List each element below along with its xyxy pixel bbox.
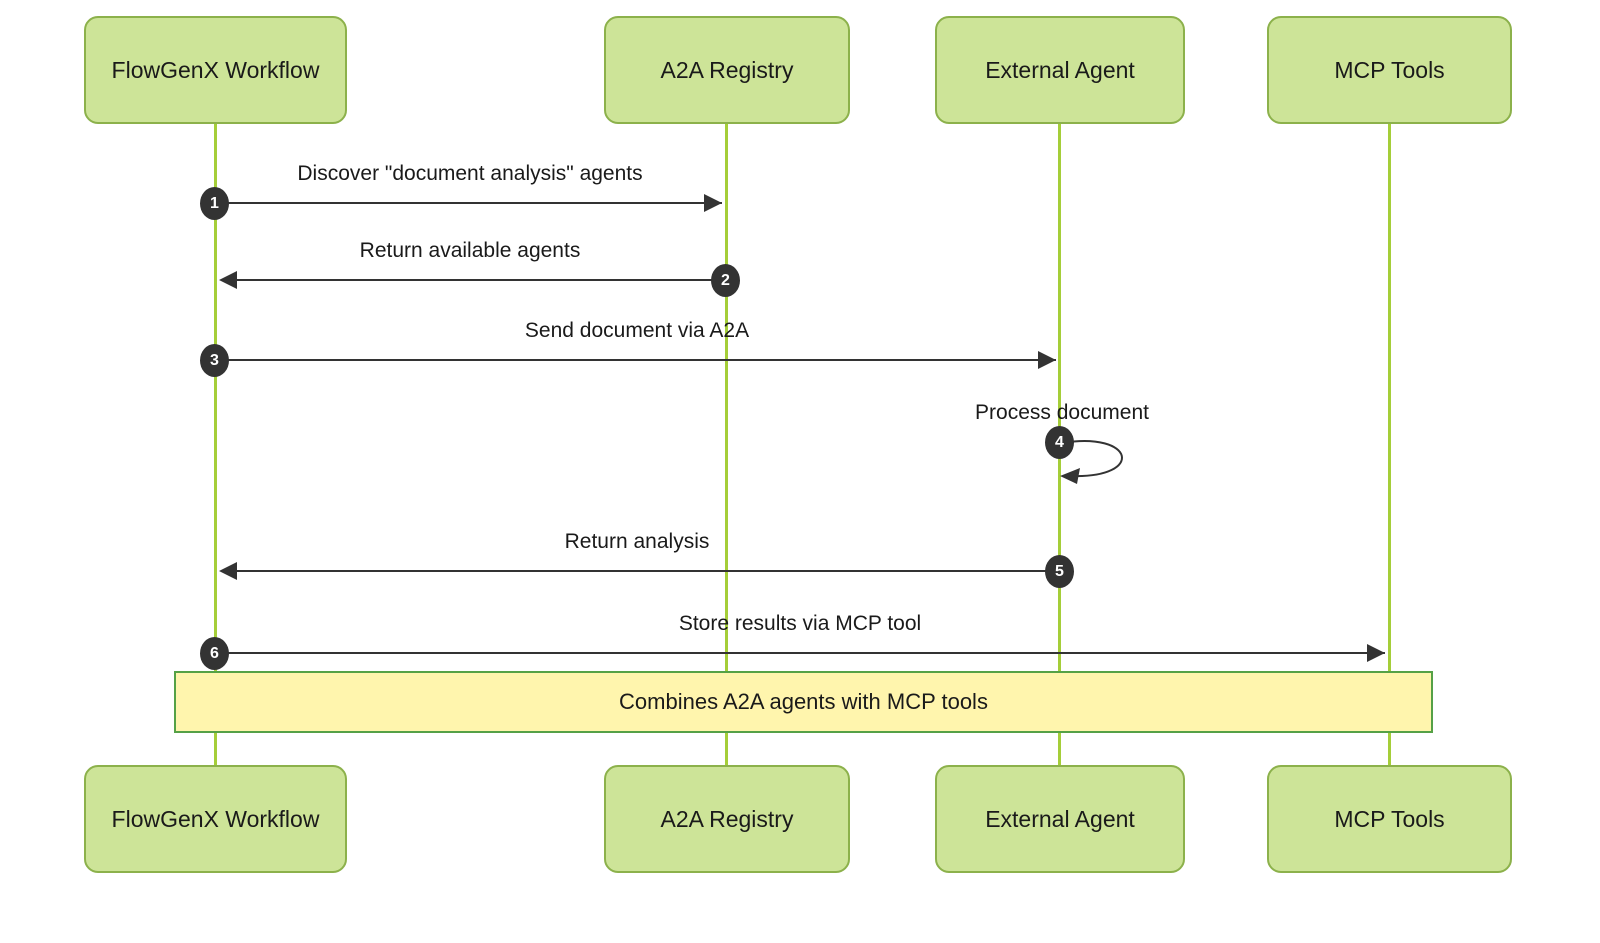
participant-label: MCP Tools [1334, 56, 1445, 83]
note-banner: Combines A2A agents with MCP tools [174, 671, 1433, 733]
participant-label: FlowGenX Workflow [111, 56, 320, 83]
arrowhead-right-icon [1367, 644, 1385, 662]
arrowhead-left-icon [219, 271, 237, 289]
participant-a2a-registry-bottom: A2A Registry [604, 765, 850, 873]
participant-label: A2A Registry [660, 56, 794, 83]
message-4-self-loop [1060, 440, 1123, 484]
message-2-label: Return available agents [359, 239, 581, 262]
lifeline-mcp-tools [1388, 124, 1391, 765]
arrowhead-right-icon [1038, 351, 1056, 369]
participant-flowgenx-workflow-bottom: FlowGenX Workflow [84, 765, 347, 873]
arrowhead-left-icon [1060, 468, 1080, 484]
participant-external-agent-top: External Agent [935, 16, 1185, 124]
message-1-number-badge: 1 [200, 187, 229, 220]
lifeline-a2a-registry [725, 124, 728, 765]
message-3-number-badge: 3 [200, 344, 229, 377]
participant-label: FlowGenX Workflow [111, 805, 320, 832]
message-2-number-badge: 2 [711, 264, 740, 297]
arrowhead-right-icon [704, 194, 722, 212]
message-6-label: Store results via MCP tool [678, 612, 922, 635]
message-2-line [223, 279, 726, 281]
participant-label: External Agent [985, 805, 1135, 832]
participant-a2a-registry-top: A2A Registry [604, 16, 850, 124]
message-6-line [215, 652, 1385, 654]
lifeline-flowgenx-workflow [214, 124, 217, 765]
participant-mcp-tools-bottom: MCP Tools [1267, 765, 1512, 873]
message-1-line [215, 202, 722, 204]
participant-label: External Agent [985, 56, 1135, 83]
message-6-number-badge: 6 [200, 637, 229, 670]
arrowhead-left-icon [219, 562, 237, 580]
message-1-label: Discover "document analysis" agents [297, 162, 643, 185]
message-3-label: Send document via A2A [524, 319, 750, 342]
message-3-line [215, 359, 1056, 361]
message-5-number-badge: 5 [1045, 555, 1074, 588]
message-5-label: Return analysis [564, 530, 710, 553]
message-5-line [223, 570, 1060, 572]
participant-external-agent-bottom: External Agent [935, 765, 1185, 873]
message-4-number-badge: 4 [1045, 426, 1074, 459]
participant-label: MCP Tools [1334, 805, 1445, 832]
message-4-label: Process document [975, 401, 1149, 424]
participant-label: A2A Registry [660, 805, 794, 832]
participant-mcp-tools-top: MCP Tools [1267, 16, 1512, 124]
participant-flowgenx-workflow-top: FlowGenX Workflow [84, 16, 347, 124]
note-label: Combines A2A agents with MCP tools [619, 689, 988, 714]
